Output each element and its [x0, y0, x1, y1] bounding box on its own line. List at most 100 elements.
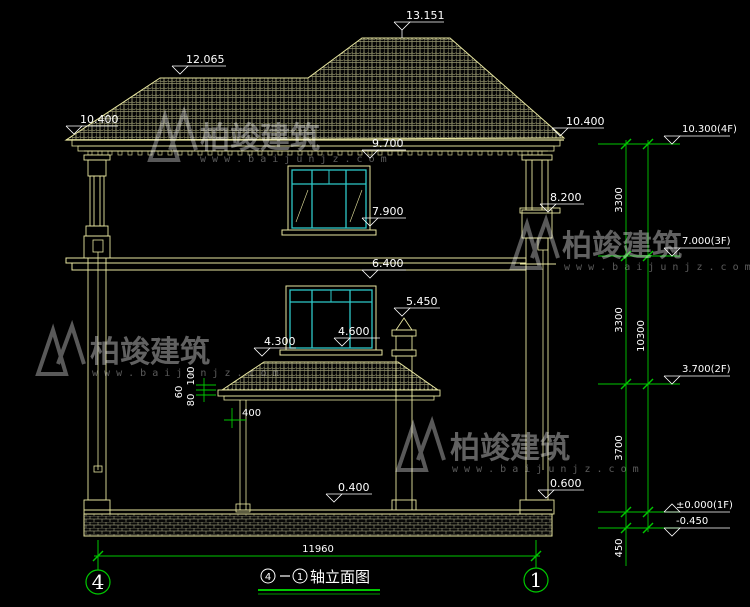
dentil — [257, 150, 263, 156]
axis-label-right: 1 — [530, 568, 543, 592]
dentil — [117, 150, 123, 156]
dentil — [517, 150, 523, 156]
dentil — [147, 150, 153, 156]
dentil — [167, 150, 173, 156]
title-text: 轴立面图 — [310, 568, 370, 586]
title-axis-a: 4 — [265, 572, 271, 583]
elev-porch-eave: 4.300 — [264, 335, 296, 348]
dim-detail-c: 100 — [186, 366, 197, 385]
dentil — [137, 150, 143, 156]
watermark-4: 柏竣建筑 w w w . b a i j u n j z . c o m — [395, 415, 639, 475]
dim-detail-a: 60 — [174, 386, 185, 399]
dentil — [97, 150, 103, 156]
dentil — [317, 150, 323, 156]
downpipe-right — [537, 237, 549, 470]
dentil — [377, 150, 383, 156]
watermark-brand-3: 柏竣建筑 — [90, 335, 210, 370]
porch-wall — [235, 400, 251, 513]
dentil — [397, 150, 403, 156]
dentil — [447, 150, 453, 156]
dentil — [187, 150, 193, 156]
watermark-brand-2: 柏竣建筑 — [562, 229, 682, 264]
elev-right-eave: 10.400 — [566, 115, 605, 128]
dim-detail-d: 400 — [242, 408, 261, 419]
gate-post — [391, 317, 417, 511]
elev-step-level: 0.600 — [550, 477, 582, 490]
dim-upper: 3300 — [614, 187, 625, 212]
elev-floor-band: 6.400 — [372, 257, 404, 270]
dentil — [437, 150, 443, 156]
elev-balcony-rail: 8.200 — [550, 191, 582, 204]
level-lines — [598, 140, 680, 566]
dentil — [287, 150, 293, 156]
elev-left-hip: 12.065 — [186, 53, 225, 66]
axis-bubble-left: 4 — [85, 566, 111, 595]
watermark-2: 柏竣建筑 w w w . b a i j u n j z . c o m — [509, 213, 750, 273]
title-axis-b: 1 — [297, 572, 303, 583]
dentil — [127, 150, 133, 156]
dim-base: 450 — [614, 538, 625, 557]
level-ticks — [620, 138, 654, 534]
watermark-url-1: w w w . b a i j u n j z . c o m — [200, 154, 387, 165]
width-dimension — [92, 540, 542, 566]
level-4f: 10.300(4F) — [682, 124, 737, 135]
dim-mid: 3300 — [614, 307, 625, 332]
dentil — [357, 150, 363, 156]
dentil — [277, 150, 283, 156]
dentil — [497, 150, 503, 156]
dentil — [387, 150, 393, 156]
dentil — [407, 150, 413, 156]
dentil — [327, 150, 333, 156]
dentil — [337, 150, 343, 156]
dentil — [457, 150, 463, 156]
watermark-brand-4: 柏竣建筑 — [450, 431, 570, 466]
detail-dimension-group — [196, 378, 246, 428]
level-2f: 3.700(2F) — [682, 364, 731, 375]
dentil — [107, 150, 113, 156]
level-3f: 7.000(3F) — [682, 236, 731, 247]
dentil — [87, 150, 93, 156]
dentil — [527, 150, 533, 156]
floor-band-3f — [65, 257, 556, 271]
dentil — [417, 150, 423, 156]
dentil — [537, 150, 543, 156]
dentil — [477, 150, 483, 156]
dentil — [207, 150, 213, 156]
dentil — [347, 150, 353, 156]
plinth — [83, 509, 553, 537]
axis-bubble-right: 1 — [523, 566, 549, 593]
dim-width: 11960 — [302, 544, 334, 555]
downpipe-left — [92, 239, 104, 473]
elev-porch-floor: 0.400 — [338, 481, 370, 494]
dentil — [367, 150, 373, 156]
elev-post-cap: 5.450 — [406, 295, 438, 308]
watermark-1: 柏竣建筑 w w w . b a i j u n j z . c o m — [147, 105, 387, 165]
level-ground: -0.450 — [676, 516, 708, 527]
axis-label-left: 4 — [92, 570, 105, 594]
watermark-3: 柏竣建筑 w w w . b a i j u n j z . c o m — [35, 319, 279, 379]
dim-total: 10300 — [636, 320, 647, 352]
watermark-url-3: w w w . b a i j u n j z . c o m — [92, 368, 279, 379]
dentil — [227, 150, 233, 156]
dentil — [237, 150, 243, 156]
level-symbols — [663, 135, 730, 537]
dentil — [307, 150, 313, 156]
dim-lower: 3700 — [614, 435, 625, 460]
window-upper — [281, 165, 377, 236]
elev-window-top: 9.700 — [372, 137, 404, 150]
dentil — [427, 150, 433, 156]
balcony-rail-right — [519, 207, 561, 214]
cornice-dentils — [87, 150, 543, 156]
dentil — [487, 150, 493, 156]
dentil — [217, 150, 223, 156]
watermark-url-2: w w w . b a i j u n j z . c o m — [564, 262, 750, 273]
drawing-title: 4 1 轴立面图 — [258, 568, 380, 595]
watermark-url-4: w w w . b a i j u n j z . c o m — [452, 464, 639, 475]
porch-roof — [217, 361, 441, 401]
dentil — [197, 150, 203, 156]
dentil — [297, 150, 303, 156]
dentil — [177, 150, 183, 156]
elevation-markers — [65, 21, 604, 503]
dentil — [507, 150, 513, 156]
